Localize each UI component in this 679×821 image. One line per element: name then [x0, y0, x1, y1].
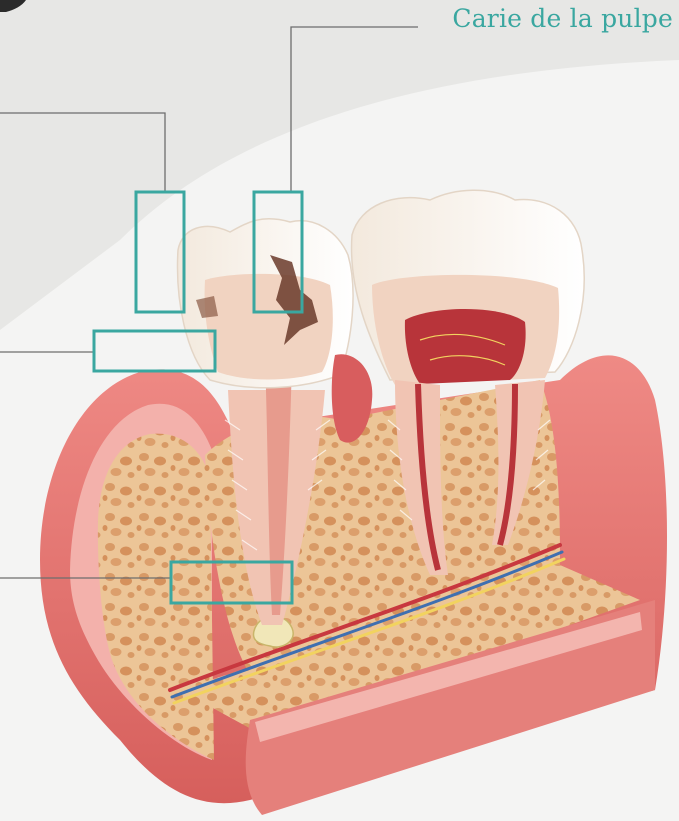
- cropped-glyph: [0, 0, 26, 12]
- healthy-molar-pulp-chamber: [405, 309, 526, 384]
- label-pulp-caries: Carie de la pulpe: [452, 4, 673, 33]
- decayed-molar-dentin: [205, 274, 333, 380]
- leader-line-enamel: [0, 113, 165, 192]
